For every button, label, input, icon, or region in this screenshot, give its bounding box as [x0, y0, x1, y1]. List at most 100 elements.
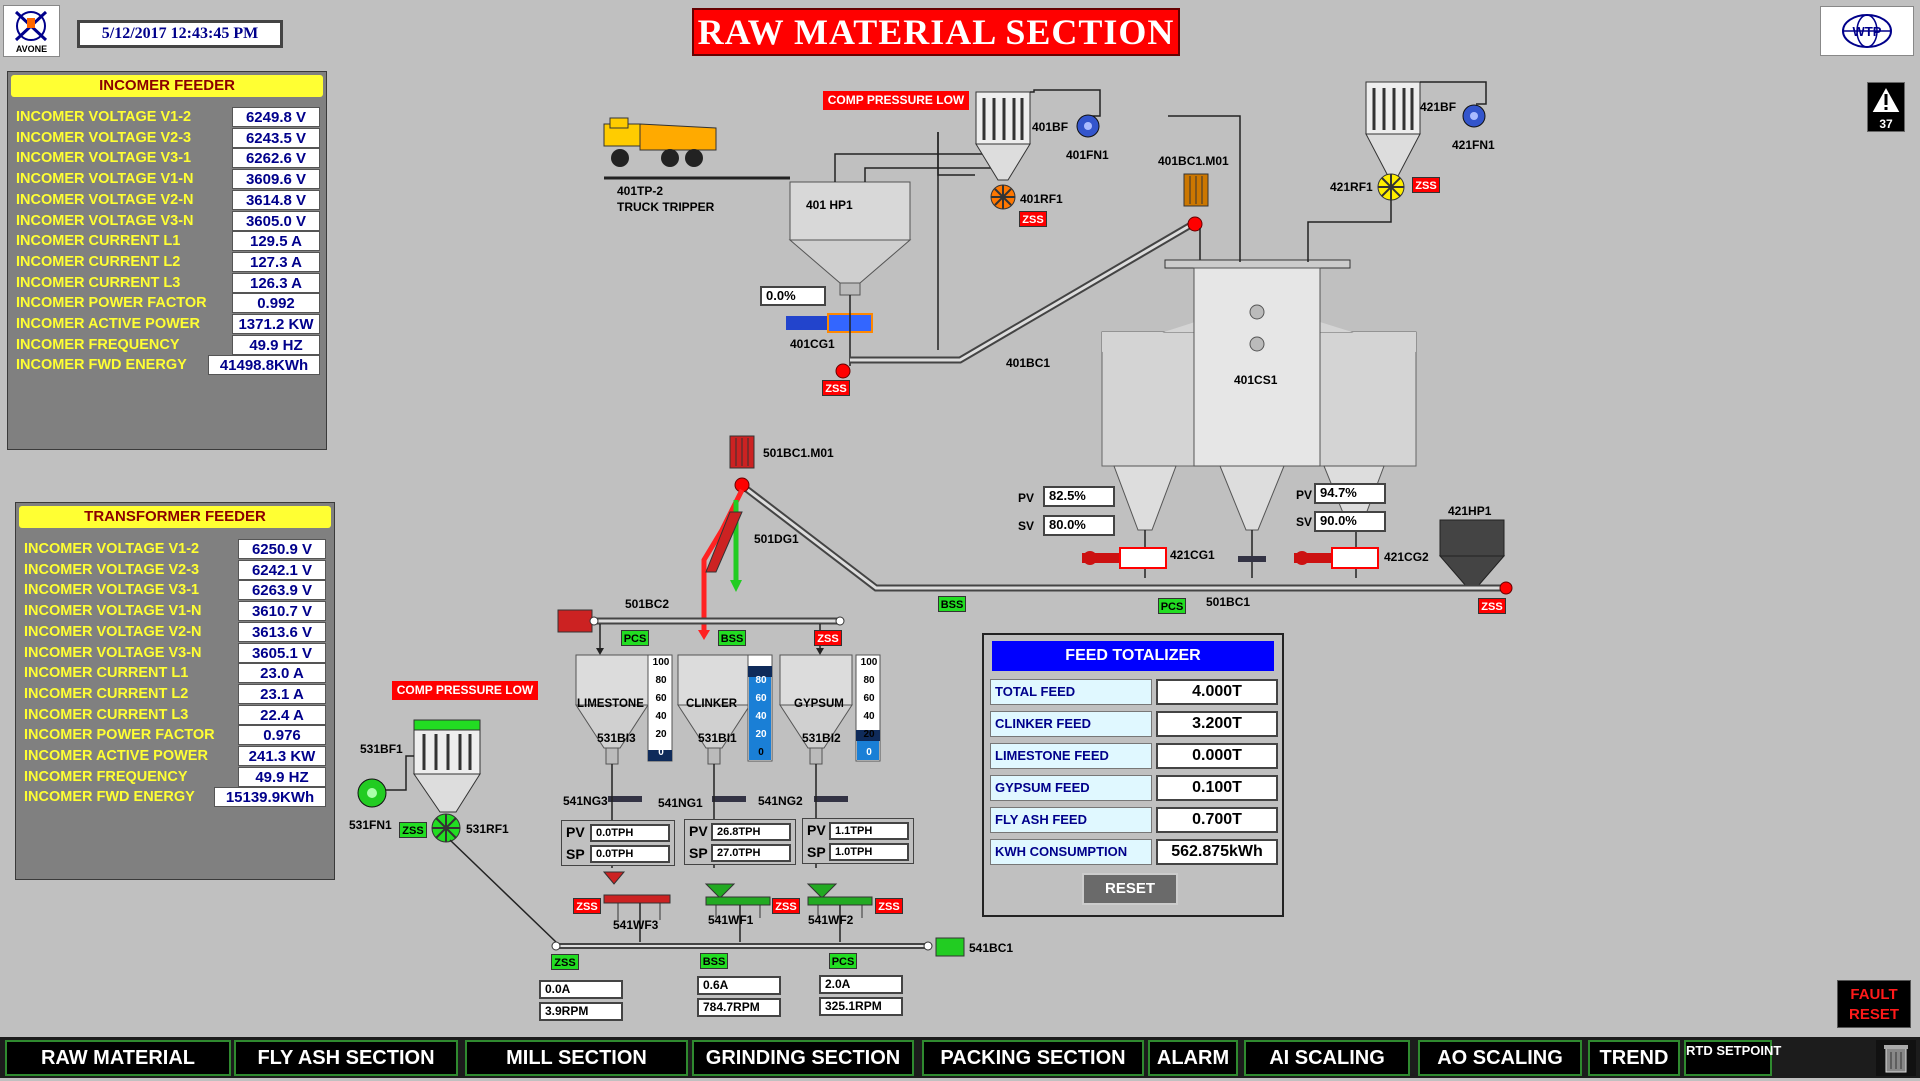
- zss-badge-501bc2: ZSS: [814, 630, 842, 646]
- nav-button-8[interactable]: TREND: [1588, 1040, 1680, 1076]
- sp-label: SP: [566, 846, 585, 862]
- tag-501bc1-m01: 501BC1.M01: [763, 446, 834, 460]
- fault-reset-line2: RESET: [1848, 1006, 1899, 1023]
- transformer-feeder-value-2: 6263.9 V: [238, 580, 326, 601]
- bag-filter-421bf[interactable]: [1365, 81, 1421, 177]
- sp-value-clinker[interactable]: 27.0TPH: [711, 844, 791, 862]
- incomer-feeder-value-9: 0.992: [232, 293, 320, 314]
- alarm-indicator[interactable]: 37: [1867, 82, 1905, 132]
- transformer-feeder-label-1: INCOMER VOLTAGE V2-3: [24, 561, 200, 578]
- datetime-display: 5/12/2017 12:43:45 PM: [77, 20, 283, 48]
- sp-value-limestone[interactable]: 0.0TPH: [590, 845, 670, 863]
- nav-button-5[interactable]: ALARM: [1148, 1040, 1238, 1076]
- incomer-feeder-value-10: 1371.2 KW: [232, 314, 320, 334]
- cg2-sv-label: SV: [1296, 515, 1313, 529]
- amp-clinker: 0.6A: [697, 976, 781, 995]
- page-title: RAW MATERIAL SECTION: [692, 8, 1180, 56]
- tag-401bc1-m01: 401BC1.M01: [1158, 154, 1229, 168]
- zss-badge-421hp1: ZSS: [1478, 598, 1506, 614]
- transformer-feeder-label-10: INCOMER ACTIVE POWER: [24, 748, 208, 764]
- level-scale-2-0: 100: [860, 657, 878, 668]
- zss-badge-541wf1: ZSS: [772, 898, 800, 914]
- transformer-feeder-label-2: INCOMER VOLTAGE V3-1: [24, 582, 200, 599]
- transformer-feeder-label-5: INCOMER VOLTAGE V3-N: [24, 644, 202, 661]
- incomer-feeder-value-1: 6243.5 V: [232, 127, 320, 148]
- nav-button-2[interactable]: MILL SECTION: [465, 1040, 688, 1076]
- motor-401bc1-m01-icon[interactable]: [1183, 173, 1209, 207]
- bag-filter-531bf1[interactable]: [413, 719, 481, 813]
- totalizer-label-0: TOTAL FEED: [990, 679, 1152, 705]
- zss-badge-401rf1: ZSS: [1019, 211, 1047, 227]
- motor-501bc1-m01-icon[interactable]: [729, 435, 755, 469]
- pv-label: PV: [566, 824, 585, 840]
- nav-button-4[interactable]: PACKING SECTION: [922, 1040, 1144, 1076]
- bin-gypsum[interactable]: [779, 654, 853, 765]
- incomer-feeder-label-9: INCOMER POWER FACTOR: [16, 295, 207, 312]
- nav-button-1[interactable]: FLY ASH SECTION: [234, 1040, 458, 1076]
- gate-401cg1-icon[interactable]: [786, 313, 873, 333]
- pv-sp-box-limestone: PV 0.0TPH SP 0.0TPH: [561, 820, 675, 866]
- motor-541bc1-icon[interactable]: [935, 937, 965, 957]
- totalizer-value-2: 0.000T: [1156, 743, 1278, 769]
- rotary-feeder-531rf1-icon[interactable]: [431, 813, 461, 843]
- pv-sp-box-clinker: PV 26.8TPH SP 27.0TPH: [684, 819, 796, 865]
- truck-icon: [603, 117, 717, 167]
- incomer-feeder-label-7: INCOMER CURRENT L2: [16, 253, 181, 270]
- hopper-421hp1[interactable]: [1438, 519, 1506, 587]
- zss-badge-401cg1: ZSS: [822, 380, 850, 396]
- fault-reset-button[interactable]: FAULT RESET: [1837, 980, 1911, 1028]
- nav-button-6[interactable]: AI SCALING: [1244, 1040, 1410, 1076]
- gate-421cg2-icon[interactable]: [1294, 547, 1379, 569]
- amp-limestone: 0.0A: [539, 980, 623, 999]
- nav-button-9[interactable]: RTD SETPOINT: [1684, 1040, 1781, 1076]
- avone-logo-icon: [14, 10, 48, 42]
- level-scale-2-2: 60: [863, 693, 875, 704]
- nav-button-3[interactable]: GRINDING SECTION: [692, 1040, 914, 1076]
- cg2-sv-value[interactable]: 90.0%: [1314, 511, 1386, 532]
- tag-531bf1: 531BF1: [360, 742, 403, 756]
- totalizer-label-2: LIMESTONE FEED: [990, 743, 1152, 769]
- bin-clinker[interactable]: [677, 654, 751, 765]
- transformer-feeder-value-5: 3605.1 V: [238, 642, 326, 663]
- comp-pressure-low-alarm-1: COMP PRESSURE LOW: [823, 91, 969, 110]
- incomer-feeder-value-11: 49.9 HZ: [232, 334, 320, 355]
- trash-icon[interactable]: [1876, 1040, 1916, 1076]
- bin-limestone[interactable]: [575, 654, 649, 765]
- fan-401fn1-icon[interactable]: [1076, 114, 1100, 138]
- weigh-feeder-541wf1-icon[interactable]: [704, 883, 771, 918]
- cg1-pv-value: 82.5%: [1043, 486, 1115, 507]
- pcs-badge-501bc2: PCS: [621, 630, 649, 646]
- hopper-401hp1-label: 401 HP1: [806, 198, 853, 212]
- ng-tag-gypsum: 541NG2: [758, 794, 803, 808]
- motor-501bc2-icon[interactable]: [557, 609, 593, 633]
- level-scale-2-4: 20: [863, 729, 875, 740]
- bag-filter-401bf[interactable]: [975, 91, 1031, 181]
- nav-button-7[interactable]: AO SCALING: [1418, 1040, 1582, 1076]
- incomer-feeder-label-4: INCOMER VOLTAGE V2-N: [16, 191, 194, 208]
- bin-name-limestone: LIMESTONE: [577, 698, 644, 710]
- wf-tag-gypsum: 541WF2: [808, 913, 854, 927]
- weigh-feeder-541wf3-icon[interactable]: [602, 871, 671, 920]
- zss-badge-541wf2: ZSS: [875, 898, 903, 914]
- sp-value-gypsum[interactable]: 1.0TPH: [829, 843, 909, 861]
- fan-421fn1-icon[interactable]: [1462, 104, 1486, 128]
- incomer-feeder-label-1: INCOMER VOLTAGE V2-3: [16, 129, 192, 146]
- gate-421cg1-icon[interactable]: [1082, 547, 1167, 569]
- tag-401fn1: 401FN1: [1066, 148, 1109, 162]
- zss-badge-541bc1: ZSS: [551, 954, 579, 970]
- totalizer-reset-button[interactable]: RESET: [1082, 873, 1178, 905]
- rpm-limestone: 3.9RPM: [539, 1002, 623, 1021]
- nav-button-0[interactable]: RAW MATERIAL: [5, 1040, 231, 1076]
- tag-501bc1: 501BC1: [1206, 595, 1251, 609]
- transformer-feeder-label-3: INCOMER VOLTAGE V1-N: [24, 603, 202, 620]
- transformer-feeder-label-11: INCOMER FREQUENCY: [24, 768, 188, 785]
- transformer-feeder-label-6: INCOMER CURRENT L1: [24, 665, 189, 682]
- rotary-feeder-401rf1-icon[interactable]: [990, 184, 1016, 210]
- cg1-sv-value[interactable]: 80.0%: [1043, 515, 1115, 536]
- hopper-401hp1[interactable]: [788, 181, 912, 296]
- avone-logo: AVONE: [3, 5, 60, 57]
- silo-401cs1[interactable]: [1101, 259, 1417, 531]
- tag-421cg1: 421CG1: [1170, 548, 1215, 562]
- rotary-feeder-421rf1-icon[interactable]: [1377, 173, 1405, 201]
- fan-531fn1-icon[interactable]: [357, 778, 387, 808]
